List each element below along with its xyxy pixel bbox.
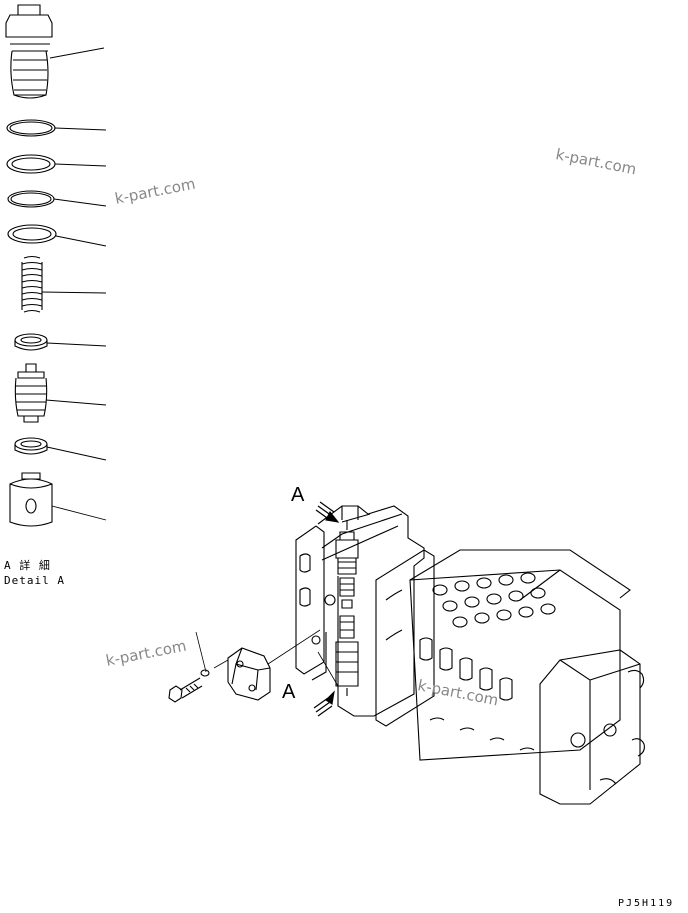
callout-arrow-top — [316, 502, 338, 522]
detail-title-english: Detail A — [4, 574, 65, 587]
relief-valve-exploded — [336, 520, 358, 696]
valve-plug-part — [6, 5, 52, 98]
seat-ring-part — [15, 334, 47, 350]
bolt-part — [169, 678, 202, 702]
callout-label-top: A — [291, 484, 305, 506]
sleeve-part — [10, 473, 52, 526]
o-ring-2 — [8, 191, 54, 207]
backup-ring-1 — [7, 155, 55, 173]
washer-part — [201, 670, 209, 676]
o-ring-1 — [7, 120, 55, 136]
spring-part — [22, 257, 42, 313]
assembly-lines — [196, 630, 338, 686]
flange-cover-part — [228, 648, 270, 700]
backup-ring-2 — [8, 225, 56, 243]
drawing-code: PJ5H119 — [618, 898, 675, 909]
callout-arrow-bottom — [314, 692, 334, 716]
callout-label-bottom: A — [282, 681, 296, 703]
detail-title-japanese: A 詳 細 — [4, 559, 51, 572]
leader-lines — [42, 48, 106, 520]
seat-ring-part-2 — [15, 438, 47, 454]
poppet-part — [15, 364, 46, 422]
control-valve-body — [296, 506, 644, 804]
